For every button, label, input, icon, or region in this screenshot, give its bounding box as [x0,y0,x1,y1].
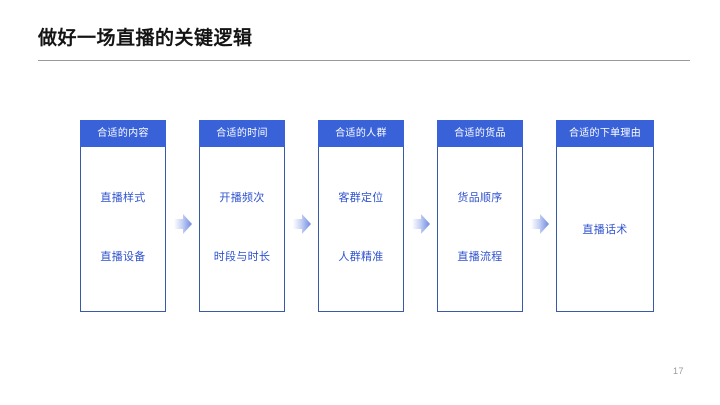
flow-column-2-header: 合适的时间 [199,120,285,147]
flow-column-5-header: 合适的下单理由 [556,120,654,147]
flow-column-3-item-2: 人群精准 [338,251,384,263]
flow-column-4[interactable]: 合适的货品 货品顺序 直播流程 [437,120,523,312]
flow-column-5-item-1: 直播话术 [582,224,628,236]
flow-column-1[interactable]: 合适的内容 直播样式 直播设备 [80,120,166,312]
title-block: 做好一场直播的关键逻辑 [38,26,690,52]
right-arrow-icon [411,213,431,235]
right-arrow-icon [292,213,312,235]
flow-column-2-body: 开播频次 时段与时长 [199,147,285,312]
right-arrow-icon [173,213,193,235]
flow-column-5-body: 直播话术 [556,147,654,312]
process-flow-diagram: 合适的内容 直播样式 直播设备 合适的时间 [0,120,720,315]
flow-column-3-header: 合适的人群 [318,120,404,147]
flow-column-4-item-2: 直播流程 [457,251,503,263]
right-arrow-icon [530,213,550,235]
page-number: 17 [672,366,684,376]
title-divider [38,60,690,61]
flow-column-2-item-1: 开播频次 [219,192,265,204]
flow-column-3-item-1: 客群定位 [338,192,384,204]
flow-column-1-item-1: 直播样式 [100,192,146,204]
flow-column-4-body: 货品顺序 直播流程 [437,147,523,312]
flow-column-5[interactable]: 合适的下单理由 直播话术 [556,120,654,312]
flow-column-3-body: 客群定位 人群精准 [318,147,404,312]
flow-column-1-header: 合适的内容 [80,120,166,147]
flow-column-4-header: 合适的货品 [437,120,523,147]
flow-column-1-item-2: 直播设备 [100,251,146,263]
flow-column-1-body: 直播样式 直播设备 [80,147,166,312]
page-title: 做好一场直播的关键逻辑 [38,28,253,49]
flow-column-3[interactable]: 合适的人群 客群定位 人群精准 [318,120,404,312]
flow-column-4-item-1: 货品顺序 [457,192,503,204]
flow-column-2[interactable]: 合适的时间 开播频次 时段与时长 [199,120,285,312]
flow-column-2-item-2: 时段与时长 [213,251,271,263]
